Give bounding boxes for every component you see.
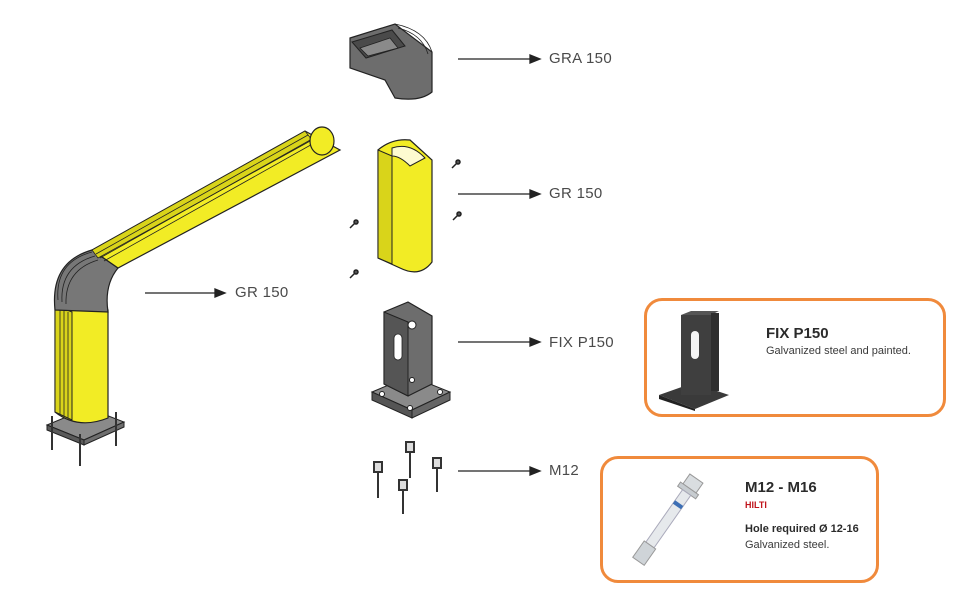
label-gr-150-assembly: GR 150 — [235, 284, 289, 301]
anchor-card-brand: HILTI — [745, 500, 767, 510]
anchor-card-hole-note: Hole required Ø 12-16 — [745, 523, 859, 535]
arrow-icon — [145, 54, 542, 476]
anchor-card-description: Galvanized steel. — [745, 539, 830, 551]
fix-p150-card: FIX P150 Galvanized steel and painted. — [644, 298, 946, 417]
anchor-card-title: M12 - M16 — [745, 479, 817, 496]
guard-tube-icon — [377, 139, 433, 273]
anchor-card: M12 - M16 HILTI Hole required Ø 12-16 Ga… — [600, 456, 879, 583]
assembly-vertical-tube — [54, 304, 109, 424]
assembly-diagonal-tube — [90, 126, 342, 269]
label-gra-150: GRA 150 — [549, 50, 612, 67]
assembly-elbow — [53, 249, 119, 313]
corner-elbow-icon — [349, 23, 433, 100]
label-fix-p150: FIX P150 — [549, 334, 614, 351]
anchor-bolt-icon — [373, 441, 442, 514]
label-gr-150: GR 150 — [549, 185, 603, 202]
fix-card-description: Galvanized steel and painted. — [766, 345, 911, 357]
base-plate-photo — [659, 311, 729, 411]
screw-icon — [349, 159, 462, 279]
base-plate-icon — [370, 301, 452, 419]
anchor-photo — [632, 473, 704, 567]
fix-card-title: FIX P150 — [766, 325, 829, 342]
label-m12: M12 — [549, 462, 580, 479]
